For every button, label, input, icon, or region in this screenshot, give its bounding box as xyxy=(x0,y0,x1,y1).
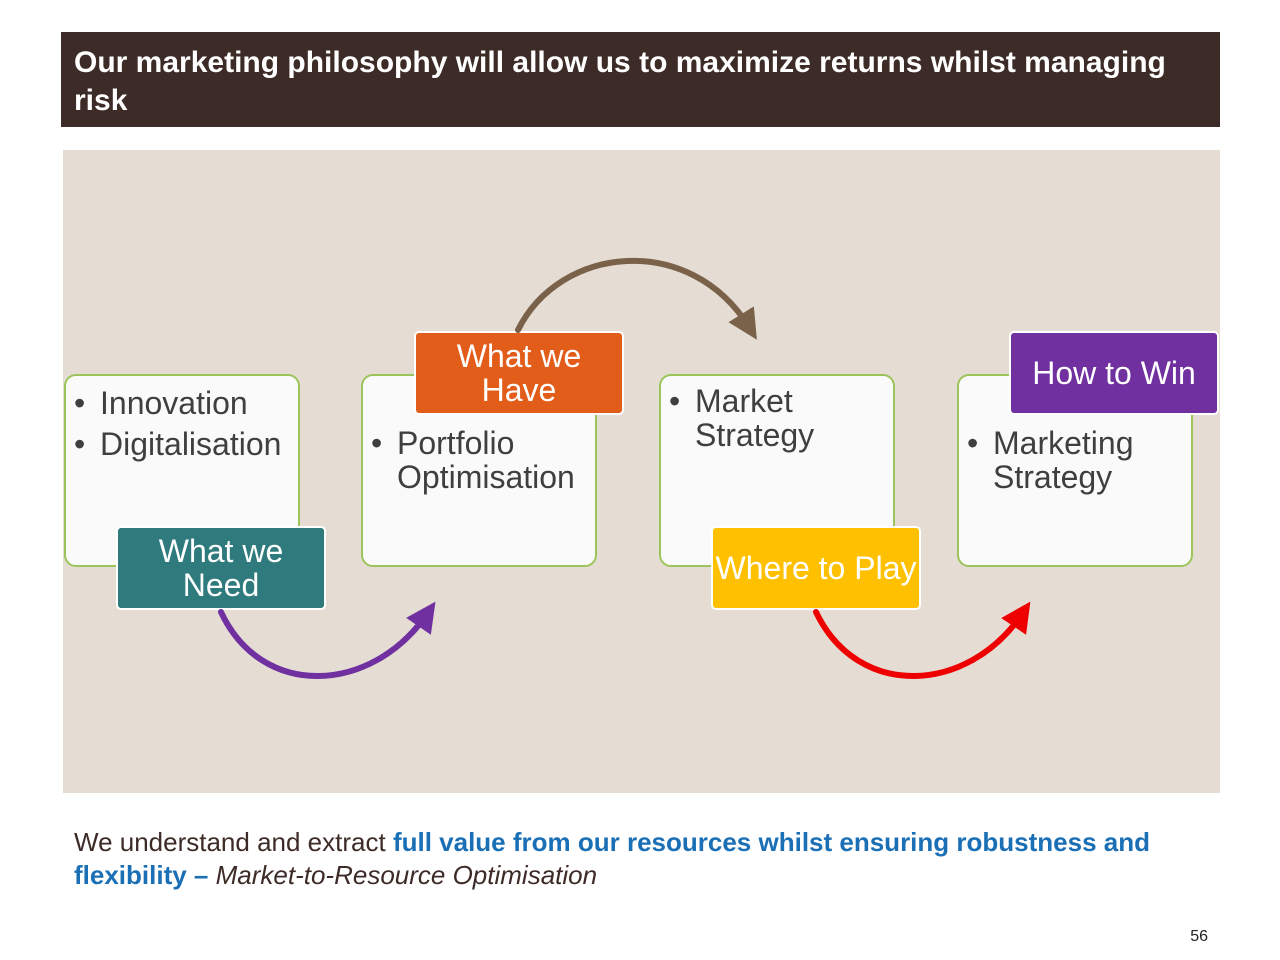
tag-where-to-play: Where to Play xyxy=(711,526,921,610)
tag-label: What we Need xyxy=(158,533,284,603)
list-item: Portfolio Optimisation xyxy=(371,426,589,494)
tag-what-we-need: What we Need xyxy=(116,526,326,610)
card-list: Marketing Strategy xyxy=(967,426,1185,501)
title-bar: Our marketing philosophy will allow us t… xyxy=(61,32,1220,127)
list-item: Digitalisation xyxy=(74,427,292,461)
footer-summary: We understand and extract full value fro… xyxy=(74,826,1214,892)
footer-plain: We understand and extract xyxy=(74,827,393,857)
footer-dash: – xyxy=(186,860,216,890)
tag-label: Where to Play xyxy=(715,550,917,586)
slide-title: Our marketing philosophy will allow us t… xyxy=(74,46,1166,117)
list-item: Innovation xyxy=(74,386,292,420)
list-item: Marketing Strategy xyxy=(967,426,1185,494)
tag-how-to-win: How to Win xyxy=(1009,331,1219,415)
footer-highlight: full value from our resources whilst ens… xyxy=(74,827,1150,890)
list-item: Market Strategy xyxy=(669,384,887,452)
tag-label: What we Have xyxy=(456,338,582,408)
card-list: Market Strategy xyxy=(669,384,887,459)
footer-italic: Market-to-Resource Optimisation xyxy=(215,860,598,890)
tag-label: How to Win xyxy=(1032,355,1196,391)
page-number: 56 xyxy=(1190,928,1208,945)
card-list: Innovation Digitalisation xyxy=(74,386,292,468)
tag-what-we-have: What we Have xyxy=(414,331,624,415)
card-list: Portfolio Optimisation xyxy=(371,426,589,501)
card-what-we-need: Innovation Digitalisation xyxy=(64,374,300,567)
